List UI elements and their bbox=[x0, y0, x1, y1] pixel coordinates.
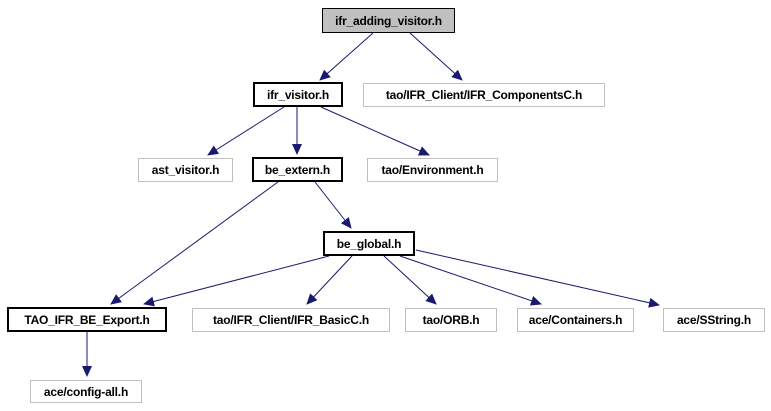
edge-be-extern-to-be-global bbox=[314, 181, 352, 229]
node-be-extern-h[interactable]: be_extern.h bbox=[252, 157, 343, 182]
node-ifr-adding-visitor-h: ifr_adding_visitor.h bbox=[322, 8, 455, 33]
edge-be-global-to-orb bbox=[383, 255, 437, 305]
node-ifr-visitor-h[interactable]: ifr_visitor.h bbox=[253, 82, 343, 107]
edge-be-global-to-ifr-basicc bbox=[306, 255, 353, 305]
edge-ifr-visitor-to-environment bbox=[320, 106, 430, 156]
node-ast-visitor-h: ast_visitor.h bbox=[138, 158, 233, 182]
node-tao-orb-h: tao/ORB.h bbox=[405, 308, 497, 332]
node-tao-environment-h: tao/Environment.h bbox=[367, 158, 498, 182]
node-tao-ifr-be-export-h[interactable]: TAO_IFR_BE_Export.h bbox=[7, 307, 167, 332]
edge-be-global-to-tao-ifr-be-export bbox=[143, 255, 330, 307]
edge-be-global-to-containers bbox=[399, 255, 542, 306]
edge-be-global-to-sstring bbox=[415, 249, 660, 308]
node-tao-ifr-client-ifr-basicc-h: tao/IFR_Client/IFR_BasicC.h bbox=[192, 308, 390, 332]
node-ace-sstring-h: ace/SString.h bbox=[663, 308, 765, 332]
node-ace-containers-h: ace/Containers.h bbox=[517, 308, 634, 332]
edge-be-extern-to-tao-ifr-be-export bbox=[110, 181, 279, 305]
edge-ifr-adding-visitor-to-ifr-visitor bbox=[319, 32, 374, 81]
node-ace-config-all-h: ace/config-all.h bbox=[30, 380, 142, 403]
edge-ifr-adding-visitor-to-ifr-componentsc bbox=[409, 32, 463, 81]
node-tao-ifr-client-ifr-componentsc-h: tao/IFR_Client/IFR_ComponentsC.h bbox=[363, 83, 605, 107]
node-be-global-h[interactable]: be_global.h bbox=[323, 231, 415, 256]
edge-ifr-visitor-to-ast-visitor bbox=[207, 106, 285, 156]
